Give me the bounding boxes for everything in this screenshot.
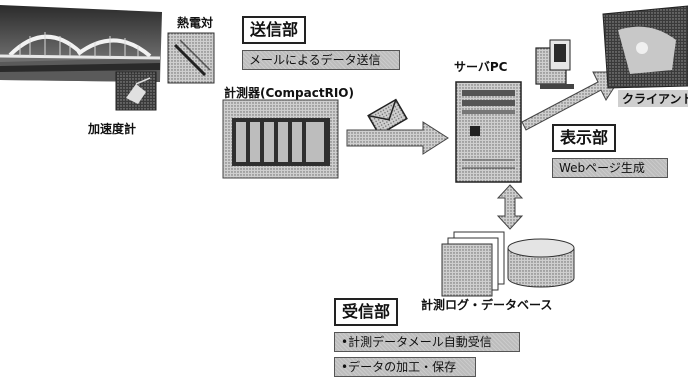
send-arrow [346,121,449,155]
thermocouple-photo-icon [167,32,215,84]
send-section-title: 送信部 [242,16,307,44]
display-item: Webページ生成 [552,158,668,178]
database-label: 計測ログ・データベース [421,298,553,312]
accelerometer-photo-icon [115,71,157,111]
server-tower-icon [455,81,522,183]
receive-item-2: •データの加工・保存 [334,357,476,377]
client-pc-icon [535,39,574,89]
display-section-title: 表示部 [552,124,617,152]
database-icon [441,231,575,297]
thermocouple-label: 熱電対 [177,16,214,30]
send-item: メールによるデータ送信 [242,50,400,70]
receive-item-1: •計測データメール自動受信 [334,332,520,352]
instrument-label: 計測器(CompactRIO) [224,86,354,100]
server-label: サーバPC [454,60,508,74]
accelerometer-label: 加速度計 [88,122,137,136]
compactrio-photo-icon [222,99,339,179]
client-label: クライアント [618,90,688,107]
client-screenshot-icon [602,5,688,89]
bridge-photo-icon [0,5,162,82]
receive-section-title: 受信部 [334,298,399,326]
envelope-icon [367,98,408,136]
server-database-arrow [496,184,524,230]
